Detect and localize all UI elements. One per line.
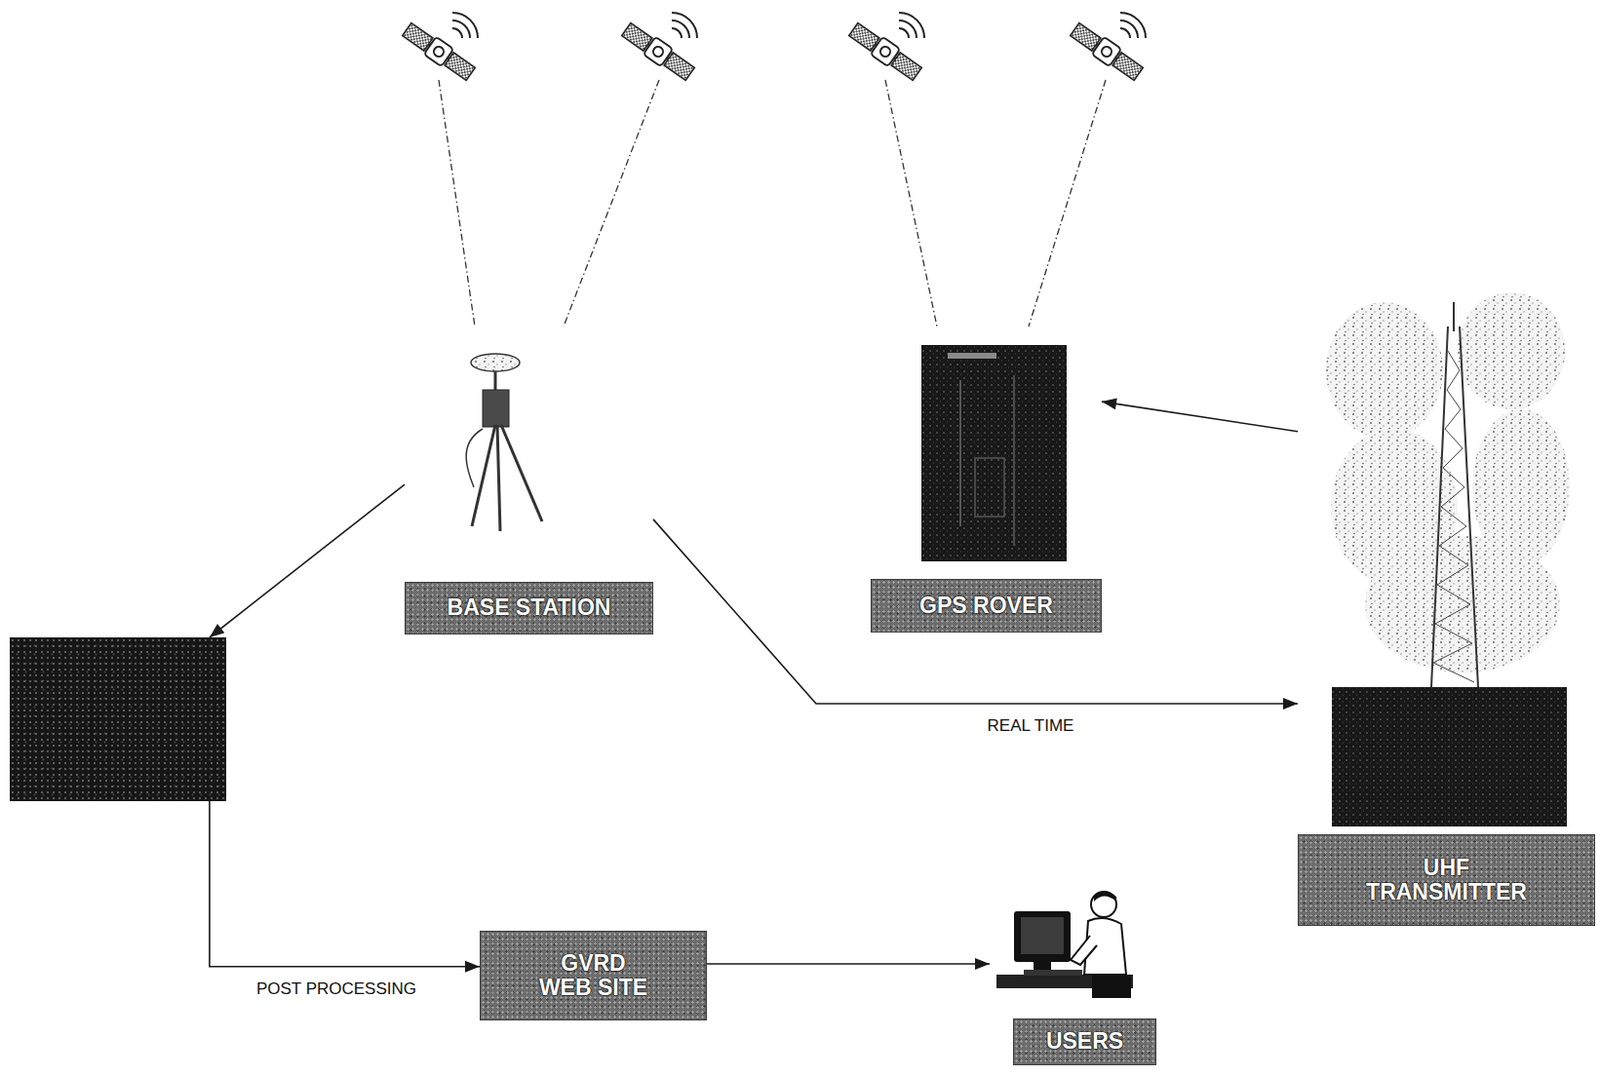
website-box: GVRD WEB SITE [479,931,707,1021]
connector-label: REAL TIME [983,715,1079,738]
signal-line [885,79,937,327]
connector-arrow [706,963,990,966]
transmitter-box: UHF TRANSMITTER [1297,295,1596,927]
node-label: GVRD WEB SITE [535,951,653,1002]
satellite-signal-lines [438,79,1106,327]
connector-arrow [653,519,1298,704]
connector-label: POST PROCESSING [252,978,421,1001]
rover-unit [921,345,1067,562]
satellites [400,12,1146,83]
satellite-icon [400,12,478,83]
station-box: BASE STATION [404,346,654,635]
signal-line [1028,79,1106,327]
connector-arrow [209,484,405,638]
server-box [9,637,227,802]
label-plate: USERS [1013,1018,1157,1066]
transmitter-tower [1326,292,1570,827]
label-plate: BASE STATION [404,582,654,635]
signal-line [438,79,475,327]
tripod-receiver [466,353,543,532]
satellite-icon [1068,12,1146,83]
satellite-icon [847,12,925,83]
connector-arrow [1101,401,1298,432]
node-label: GPS ROVER [919,593,1054,619]
label-plate: GPS ROVER [870,579,1102,633]
satellite-icon [620,12,698,83]
connector-arrow [209,801,480,968]
rover-box: GPS ROVER [870,345,1102,633]
user-at-computer [996,891,1133,999]
label-plate: UHF TRANSMITTER [1297,834,1596,927]
node-label: USERS [1046,1029,1124,1054]
signal-line [563,79,660,327]
users-box: USERS [989,888,1157,1068]
node-label: BASE STATION [447,595,612,621]
node-label: UHF TRANSMITTER [1361,856,1532,906]
